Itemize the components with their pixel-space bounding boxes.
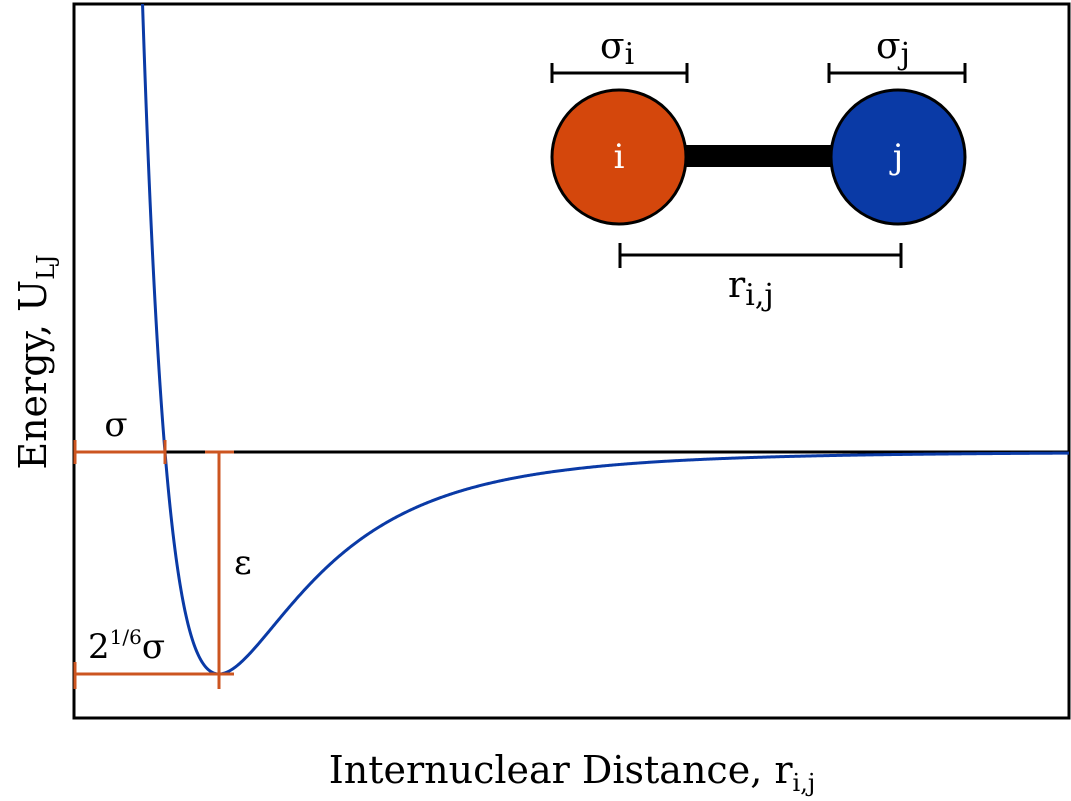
- x-axis-main: Internuclear Distance, r: [329, 748, 794, 792]
- rmin-base: 2: [88, 627, 110, 667]
- x-axis-sub: i,j: [793, 769, 816, 797]
- sigma-i-bracket: [550, 63, 689, 83]
- y-axis-sub: LJ: [32, 254, 60, 280]
- sigma-j-main: σ: [876, 26, 901, 67]
- sigma-j-bracket: [827, 63, 967, 83]
- distance-label: ri,j: [728, 265, 774, 313]
- epsilon-annotation: [205, 450, 234, 689]
- epsilon-label: ε: [234, 543, 252, 583]
- sigma-annotation: [73, 440, 167, 464]
- atom-j: [829, 88, 967, 226]
- sigma-label: σ: [104, 405, 127, 445]
- plot-frame: [72, 2, 1071, 720]
- atom-i-label: i: [614, 137, 625, 177]
- sigma-j-label: σj: [876, 26, 910, 72]
- x-axis-label: Internuclear Distance, ri,j: [329, 748, 816, 797]
- bond: [682, 145, 834, 167]
- atom-i: [550, 88, 688, 226]
- y-axis-label: Energy, ULJ: [11, 254, 60, 469]
- sigma-j-sub: j: [898, 37, 910, 72]
- rmin-suffix: σ: [142, 627, 165, 667]
- atom-j-label: j: [889, 137, 904, 177]
- rmin-annotation: [73, 662, 234, 689]
- distance-main: r: [728, 265, 746, 306]
- distance-bracket: [618, 243, 903, 268]
- sigma-i-label: σi: [600, 26, 634, 72]
- rmin-exponent: 1/6: [110, 625, 142, 649]
- rmin-label: 21/6σ: [88, 625, 165, 667]
- lj-potential-curve: [141, 4, 1069, 676]
- sigma-i-main: σ: [600, 26, 625, 67]
- sigma-i-sub: i: [625, 37, 635, 72]
- distance-sub: i,j: [745, 278, 773, 313]
- y-axis-main: Energy, U: [11, 280, 55, 470]
